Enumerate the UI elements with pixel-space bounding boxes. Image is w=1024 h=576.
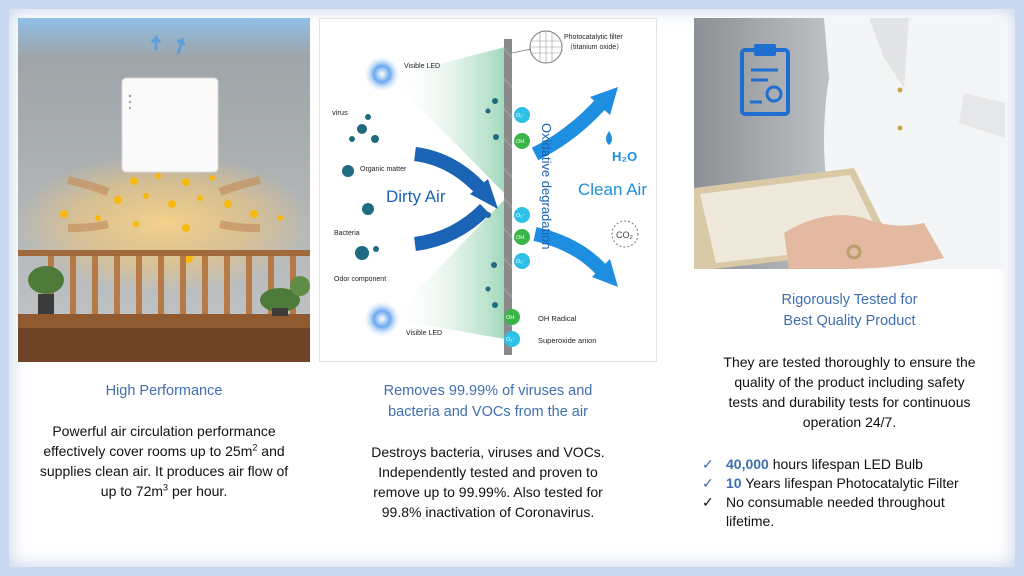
label-odor-component: Odor component xyxy=(334,276,386,283)
superscript: 3 xyxy=(163,481,169,492)
photocatalytic-diagram: Photocatalytic filter （titanium oxide） V… xyxy=(319,18,657,362)
feature-item-led: ✓ 40,000 hours lifespan LED Bulb xyxy=(702,455,1002,473)
label-visible-led-top: Visible LED xyxy=(404,63,440,70)
panel3-description: They are tested thoroughly to ensure the… xyxy=(694,353,1005,433)
superscript: 2 xyxy=(252,442,258,453)
panel3-line: operation 24/7. xyxy=(802,413,897,430)
molecule-label: O₂⁻ xyxy=(506,337,515,343)
text-span: and xyxy=(257,442,285,459)
feature-list: ✓ 40,000 hours lifespan LED Bulb ✓ 10 Ye… xyxy=(702,455,1002,531)
panel3-line: They are tested thoroughly to ensure the xyxy=(723,354,976,370)
oh-molecule xyxy=(504,309,520,325)
room-illustration xyxy=(18,18,310,362)
superoxide-molecule xyxy=(514,107,530,123)
label-virus: virus xyxy=(332,108,348,117)
panel2-description: Destroys bacteria, viruses and VOCs. Ind… xyxy=(319,443,657,523)
label-visible-led-bottom: Visible LED xyxy=(406,330,442,337)
label-photocatalytic-filter: Photocatalytic filter xyxy=(564,34,623,41)
panel1-line: up to 72m3 per hour. xyxy=(18,482,310,502)
panel3-title: Rigorously Tested for Best Quality Produ… xyxy=(694,290,1005,332)
panel3-line: quality of the product including safety xyxy=(734,373,965,390)
panel3-line: tests and durability tests for continuou… xyxy=(728,393,971,410)
quality-testing-photo xyxy=(694,18,1005,269)
panel2-title: Removes 99.99% of viruses and bacteria a… xyxy=(319,381,657,423)
checkmark-icon: ✓ xyxy=(702,494,714,511)
molecule-label: OH xyxy=(516,235,524,241)
panel1-line: effectively cover rooms up to 25m2 and xyxy=(18,442,310,462)
feature-text: 10 Years lifespan Photocatalytic Filter xyxy=(726,474,959,492)
text-span: up to 72m xyxy=(100,482,164,499)
feature-label-cont: lifetime. xyxy=(726,512,775,529)
led-icon xyxy=(364,56,400,92)
panel3-title-line: Best Quality Product xyxy=(783,313,916,330)
superoxide-molecule xyxy=(514,253,530,269)
feature-label: No consumable needed throughout xyxy=(726,494,945,511)
label-clean-air: Clean Air xyxy=(578,180,647,199)
molecule-label: O₂⁻ xyxy=(516,213,525,219)
label-oh-radical: OH Radical xyxy=(538,314,577,323)
panel2-line: 99.8% inactivation of Coronavirus. xyxy=(381,503,595,520)
feature-text: 40,000 hours lifespan LED Bulb xyxy=(726,455,923,473)
superoxide-molecule xyxy=(514,207,530,223)
checkmark-icon: ✓ xyxy=(702,456,714,472)
label-superoxide-anion: Superoxide anion xyxy=(538,336,596,345)
feature-item-filter: ✓ 10 Years lifespan Photocatalytic Filte… xyxy=(702,474,1002,492)
label-organic-matter: Organic matter xyxy=(360,166,407,173)
molecule-label: OH xyxy=(516,139,524,145)
feature-label: Years lifespan Photocatalytic Filter xyxy=(741,475,959,492)
panel2-title-line: bacteria and VOCs from the air xyxy=(388,404,588,421)
panel1-line: Powerful air circulation performance xyxy=(52,423,276,439)
clean-air-arrow xyxy=(533,227,611,279)
label-h2o: H₂O xyxy=(612,149,637,164)
diagram-svg: Photocatalytic filter （titanium oxide） V… xyxy=(332,30,647,355)
co2-circle-icon xyxy=(611,220,639,248)
molecule-label: OH xyxy=(506,315,514,321)
feature-highlight: 10 xyxy=(726,475,742,492)
water-drop-icon xyxy=(606,131,612,145)
panel1-title: High Performance xyxy=(105,383,223,399)
text-span: effectively cover rooms up to 25m xyxy=(43,442,253,459)
label-bacteria: Bacteria xyxy=(334,230,360,237)
panel1-description: Powerful air circulation performance eff… xyxy=(18,422,310,502)
text-span: per hour. xyxy=(168,482,228,499)
tablet-photo-illustration xyxy=(694,18,1005,269)
panel3-title-line: Rigorously Tested for xyxy=(781,292,918,308)
molecule-label: O₂⁻ xyxy=(516,113,525,119)
oh-molecule xyxy=(514,133,530,149)
label-dirty-air: Dirty Air xyxy=(386,187,446,206)
clean-air-arrow xyxy=(531,94,611,161)
molecule-label: O₂⁻ xyxy=(516,259,525,265)
clipboard-certificate-icon xyxy=(740,44,790,116)
feature-label: hours lifespan LED Bulb xyxy=(768,456,923,472)
superoxide-molecule xyxy=(504,331,520,347)
label-titanium-oxide: （titanium oxide） xyxy=(566,43,623,51)
filter-column xyxy=(504,39,512,355)
panel2-line: Independently tested and proven to xyxy=(378,463,598,480)
feature-highlight: 40,000 xyxy=(726,456,769,472)
panel2-line: remove up to 99.99%. Also tested for xyxy=(373,483,603,500)
led-icon xyxy=(364,301,400,337)
oh-molecule xyxy=(514,229,530,245)
air-purifier-room-photo xyxy=(18,18,310,362)
checkmark-icon: ✓ xyxy=(702,475,714,492)
label-co2: CO₂ xyxy=(616,230,634,240)
panel2-title-line: Removes 99.99% of viruses and xyxy=(383,383,593,399)
panel1-line: supplies clean air. It produces air flow… xyxy=(39,462,289,479)
panel2-line: Destroys bacteria, viruses and VOCs. xyxy=(371,444,605,460)
label-oxidative-degradation: Oxidative degradation xyxy=(539,123,554,249)
dirty-air-arrow xyxy=(413,203,490,251)
